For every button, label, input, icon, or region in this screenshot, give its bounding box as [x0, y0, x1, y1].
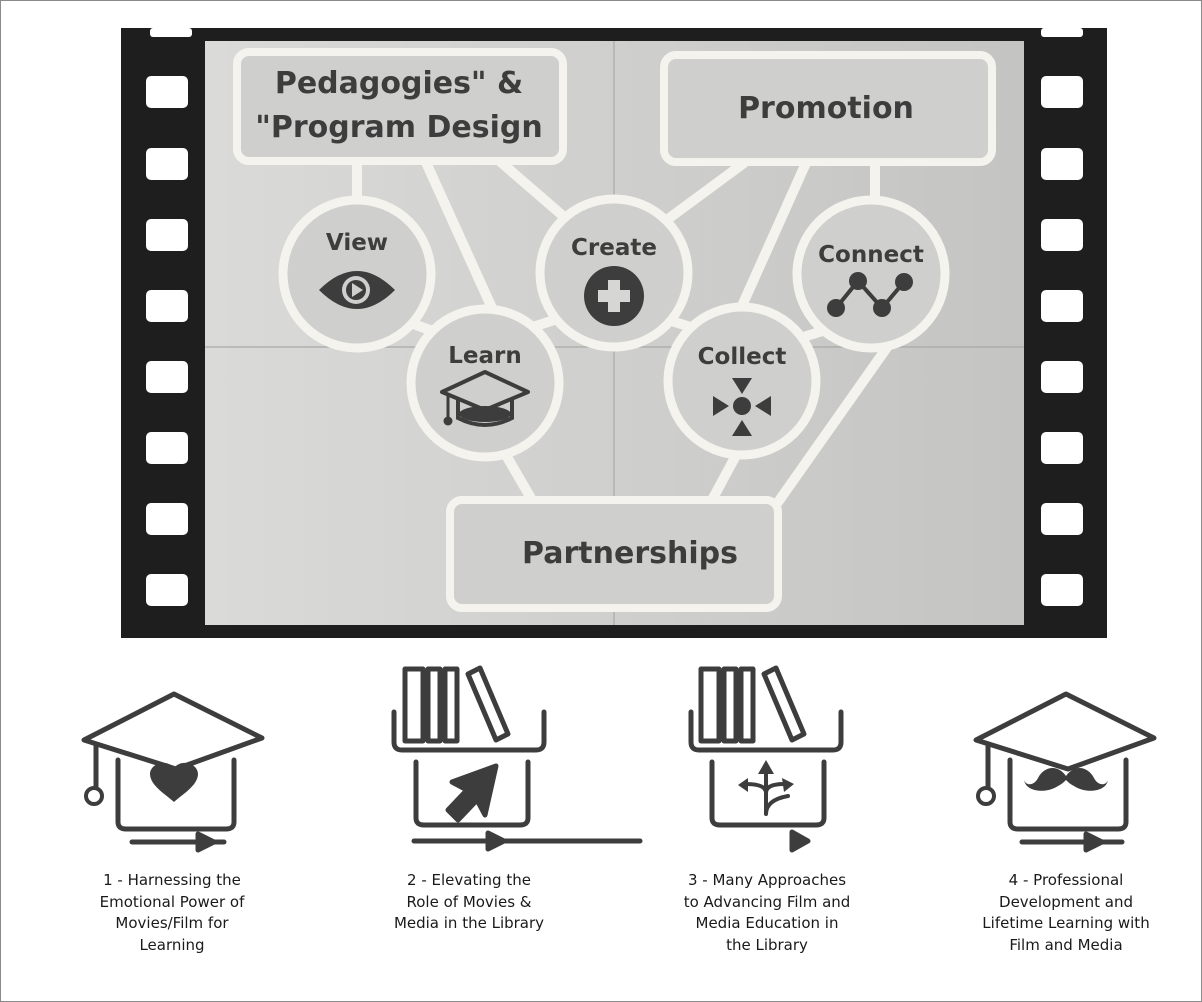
step-4-caption: 4 - Professional Development and Lifetim… [966, 870, 1166, 956]
node-create-label: Create [571, 235, 657, 261]
step-3-caption-line2: to Advancing Film and [683, 892, 851, 911]
eye-play-icon [319, 271, 395, 309]
step-3-caption-line4: the Library [726, 935, 808, 954]
box-pedagogies: Pedagogies" & "Program Design [233, 48, 567, 165]
step-4-caption-line2: Development and [999, 892, 1133, 911]
step-1-icon [81, 691, 265, 853]
step-3-icon [688, 665, 844, 853]
step-3-caption-line3: Media Education in [695, 914, 839, 932]
step-2-caption-line1: 2 - Elevating the [407, 871, 531, 889]
node-learn-label: Learn [448, 343, 522, 369]
network-nodes-icon [827, 272, 913, 317]
step-2-caption-line3: Media in the Library [393, 914, 545, 932]
step-4-icon [973, 691, 1157, 853]
node-view: View [278, 195, 436, 353]
step-4-caption-line4: Film and Media [1009, 935, 1123, 954]
node-learn: Learn [406, 304, 564, 462]
node-connect: Connect [792, 195, 950, 353]
node-collect: Collect [663, 302, 821, 460]
box-partnerships: Partnerships [446, 496, 782, 612]
box-promotion: Promotion [660, 51, 996, 166]
box-partnerships-label: Partnerships [522, 536, 738, 571]
step-1-caption-line3: Movies/Film for [115, 914, 229, 932]
step-3-caption: 3 - Many Approaches to Advancing Film an… [667, 870, 867, 956]
node-connect-label: Connect [818, 242, 924, 268]
step-4-caption-line3: Lifetime Learning with [982, 914, 1150, 932]
step-2-icon [391, 665, 643, 852]
step-3-caption-line1: 3 - Many Approaches [687, 871, 847, 889]
node-collect-label: Collect [698, 344, 787, 370]
step-1-caption-line1: 1 - Harnessing the [103, 871, 241, 889]
box-promotion-label: Promotion [738, 91, 914, 126]
node-create: Create [535, 194, 693, 352]
graduation-cap-icon [440, 370, 530, 427]
step-2-caption-line2: Role of Movies & [406, 892, 532, 911]
step-4-caption-line1: 4 - Professional [1008, 871, 1124, 889]
step-2-caption: 2 - Elevating the Role of Movies & Media… [369, 870, 569, 935]
node-view-label: View [326, 230, 388, 256]
step-1-caption-line4: Learning [139, 935, 205, 954]
converge-arrows-icon [713, 378, 771, 436]
step-1-caption: 1 - Harnessing the Emotional Power of Mo… [72, 870, 272, 956]
sprocket-holes [146, 28, 1083, 606]
plus-circle-icon [584, 266, 644, 326]
box-pedagogies-line2: "Program Design [255, 110, 542, 145]
box-pedagogies-line1: Pedagogies" & [275, 66, 523, 101]
step-1-caption-line2: Emotional Power of [99, 892, 245, 911]
